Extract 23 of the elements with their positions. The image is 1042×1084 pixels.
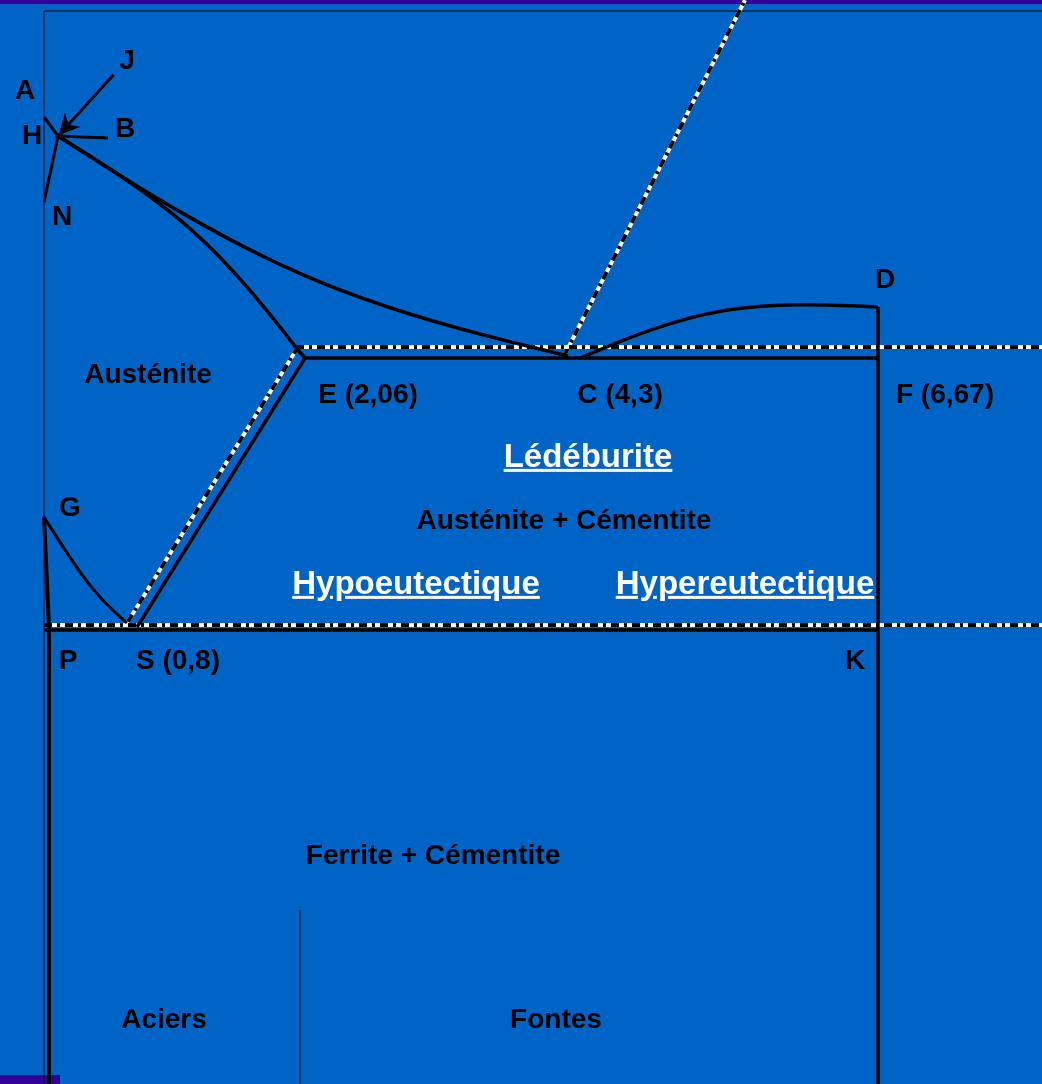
phase-label: Lédéburite [503, 437, 673, 475]
point-label: J [119, 44, 135, 76]
point-label: F (6,67) [896, 378, 994, 410]
arrow [58, 73, 115, 136]
phase-label: Austénite [84, 358, 212, 390]
junction-point [55, 133, 61, 139]
point-label: N [51, 200, 73, 232]
region-label: Fontes [510, 1003, 602, 1035]
point-label: E (2,06) [318, 378, 418, 410]
point-label: A [14, 74, 36, 106]
region-label: Aciers [121, 1003, 207, 1035]
point-label: B [114, 112, 136, 144]
point-label: K [844, 644, 866, 676]
point-label: D [874, 263, 896, 295]
point-label: G [59, 491, 81, 523]
point-label: S (0,8) [136, 644, 220, 676]
phase-label: Austénite + Cémentite [416, 504, 712, 536]
phase-label: Ferrite + Cémentite [305, 839, 561, 871]
point-label: C (4,3) [577, 378, 663, 410]
point-label: P [58, 644, 78, 676]
point-label: H [21, 119, 43, 151]
region-label: Hypoeutectique [292, 564, 540, 602]
region-label: Hypereutectique [615, 564, 875, 602]
